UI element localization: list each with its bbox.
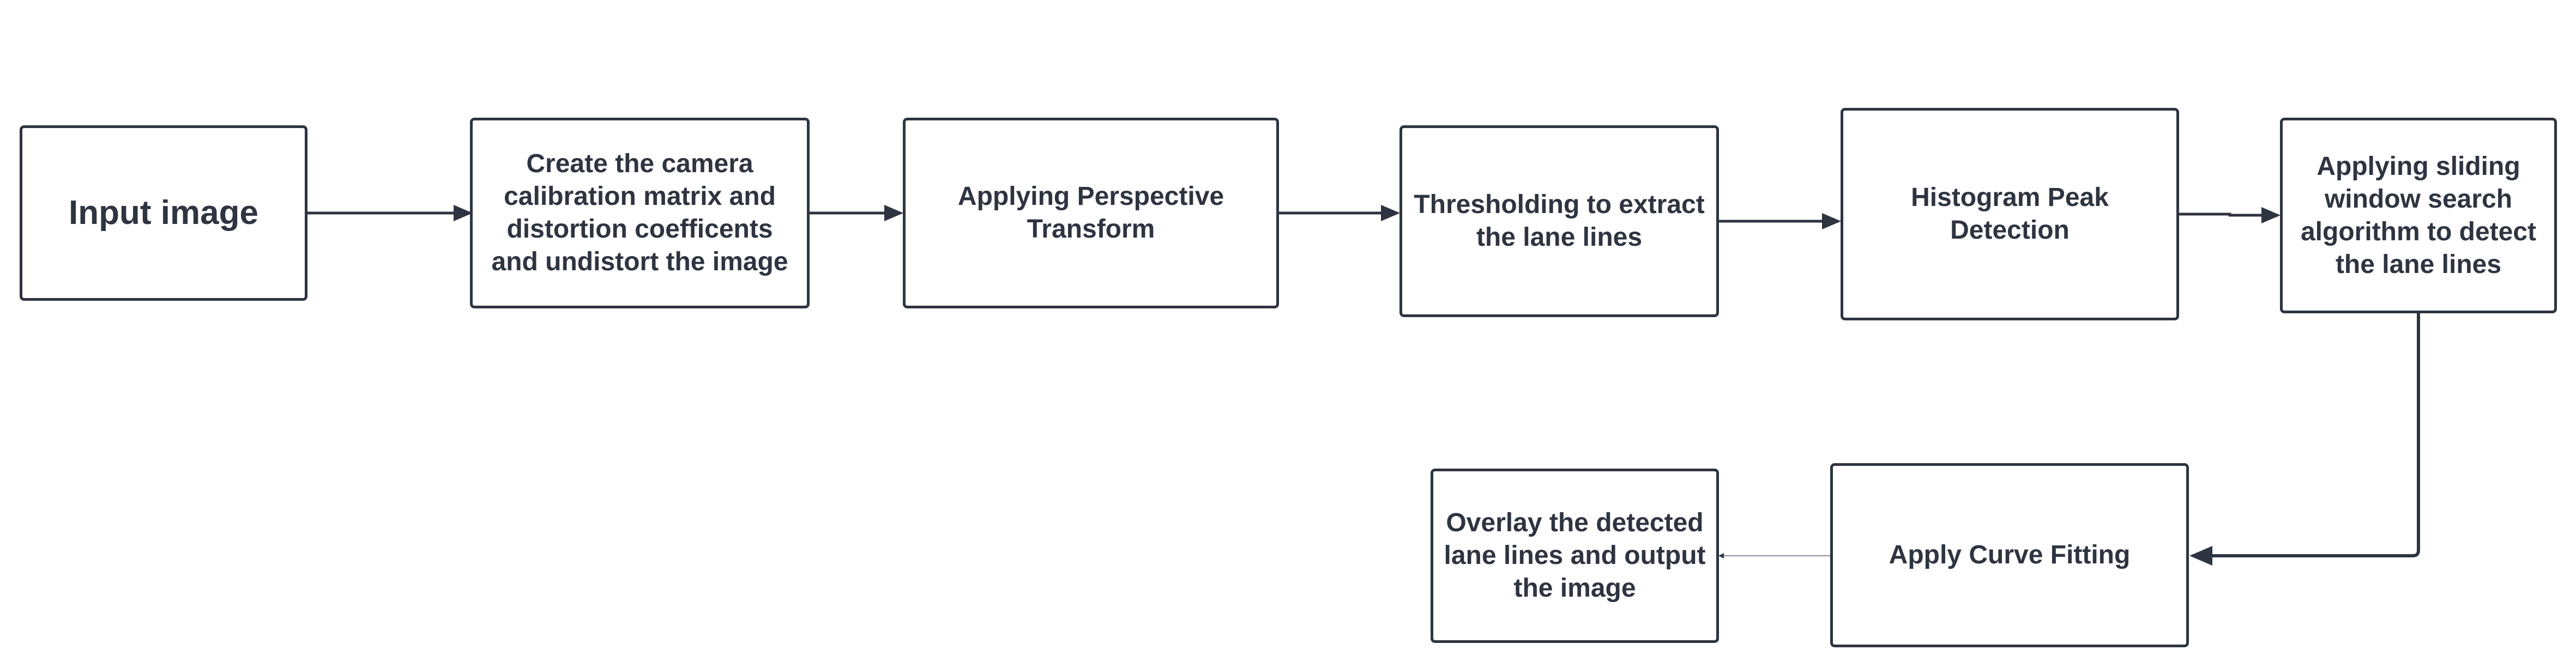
node-histogram-peak-detection-label: Histogram Peak Detection [1911, 183, 2109, 245]
node-calibration-label: Create the camera calibration matrix and… [491, 149, 788, 276]
node-sliding-window-search-label: Applying sliding window search algorithm… [2300, 151, 2537, 279]
node-thresholding-label: Thresholding to extract the lane lines [1414, 190, 1705, 252]
edge-sliding-window-to-curve-fitting [2189, 313, 2420, 566]
node-input-image: Input image [20, 125, 307, 301]
node-calibration: Create the camera calibration matrix and… [470, 118, 810, 308]
node-overlay-output-label: Overlay the detected lane lines and outp… [1444, 508, 1706, 603]
node-sliding-window-search: Applying sliding window search algorithm… [2280, 118, 2557, 313]
node-thresholding: Thresholding to extract the lane lines [1399, 125, 1719, 317]
node-curve-fitting: Apply Curve Fitting [1830, 463, 2189, 647]
node-histogram-peak-detection: Histogram Peak Detection [1841, 108, 2179, 320]
node-perspective-transform-label: Applying Perspective Transform [957, 182, 1224, 244]
edge-histogram-to-sliding-window [2179, 207, 2281, 223]
node-overlay-output: Overlay the detected lane lines and outp… [1431, 469, 1719, 643]
node-perspective-transform: Applying Perspective Transform [903, 118, 1279, 308]
node-curve-fitting-label: Apply Curve Fitting [1889, 541, 2131, 569]
node-input-image-label: Input image [69, 194, 258, 232]
edge-curve-fitting-to-overlay-arrowhead [1718, 553, 1724, 558]
